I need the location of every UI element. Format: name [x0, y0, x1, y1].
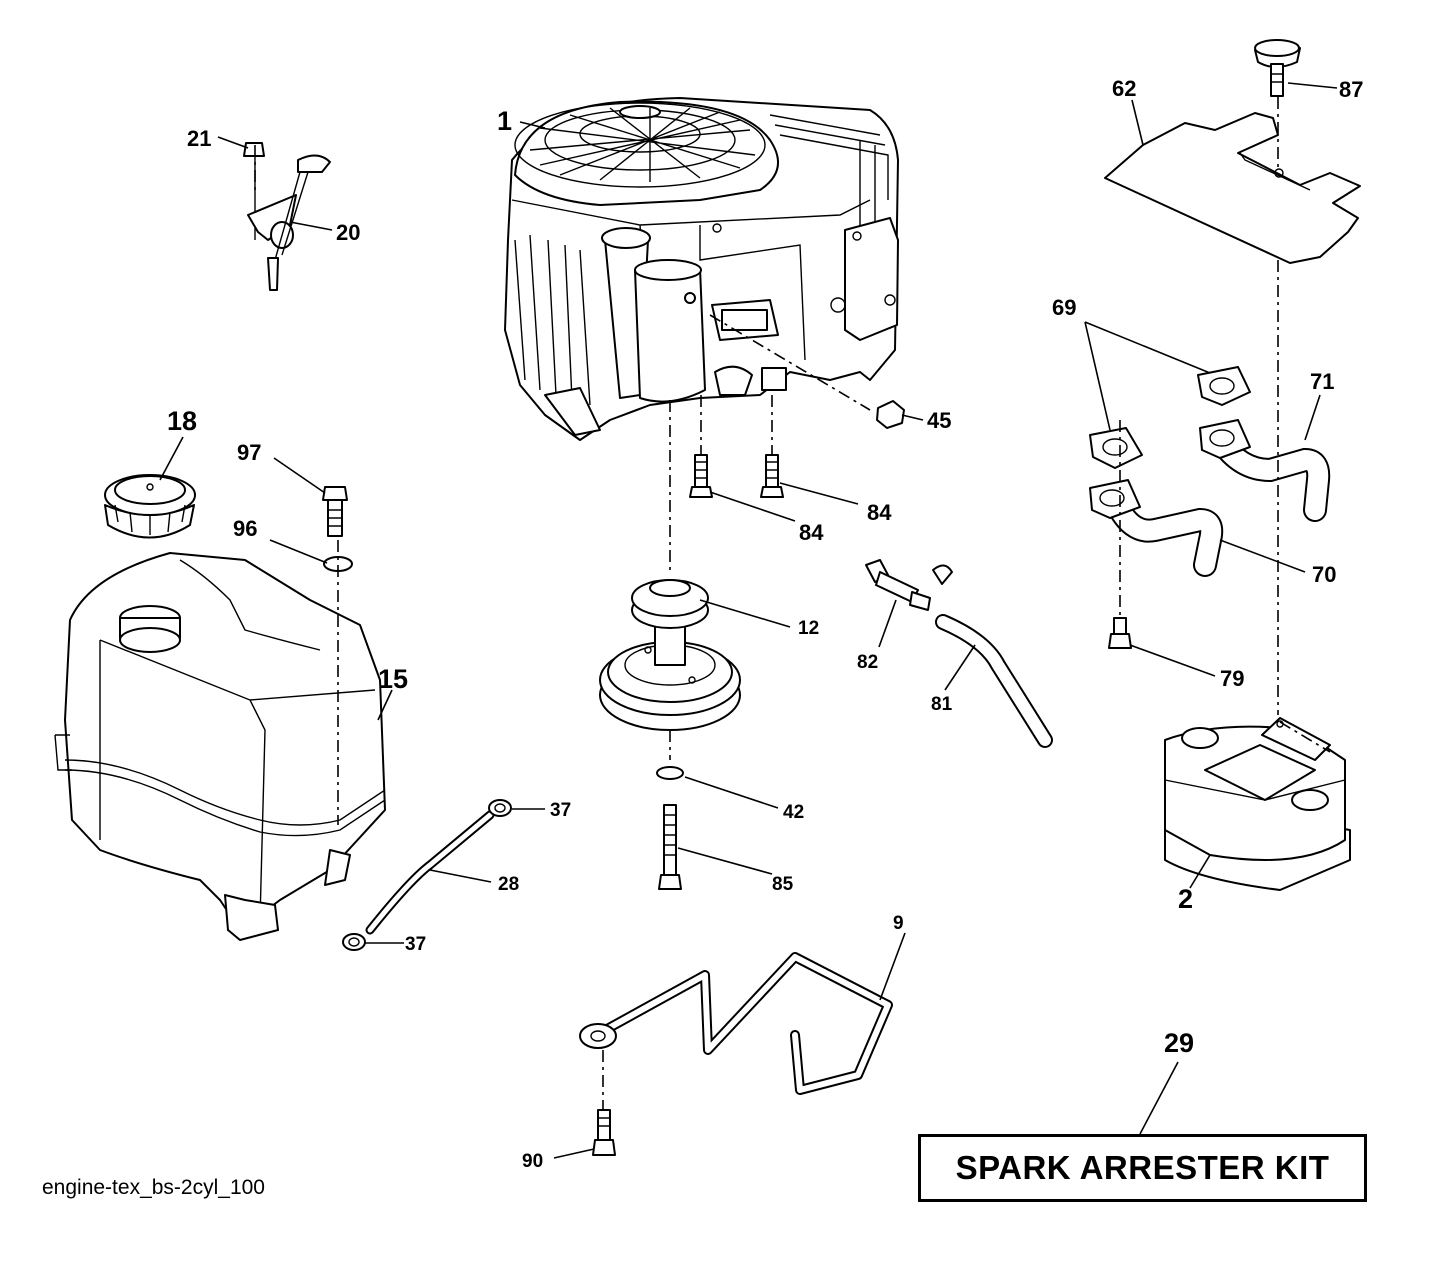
figure-id-label: engine-tex_bs-2cyl_100: [42, 1176, 265, 1199]
hose-clamp-top-part: [488, 799, 512, 817]
leader-lines: [159, 82, 1338, 1159]
bolt-79-part: [1108, 617, 1132, 649]
callout-heat-shield: 62: [1112, 76, 1136, 101]
callout-drain-valve-82: 82: [857, 652, 878, 673]
fuel-tank-part: [54, 552, 386, 941]
drain-hose-part: [935, 614, 1053, 748]
callout-washer-96: 96: [233, 516, 257, 541]
callout-nut-45: 45: [927, 408, 951, 433]
callout-gasket-69: 69: [1052, 295, 1076, 320]
callout-knob-87: 87: [1339, 77, 1363, 102]
engine-part: [504, 97, 899, 441]
nut-part: [876, 400, 905, 429]
callout-muffler: 2: [1178, 884, 1193, 914]
frame-rod-part: [579, 952, 893, 1095]
callout-labels: 1 2 9 12 15 18 20 21 28 29 37 37 42 45 8…: [167, 76, 1363, 1172]
spark-arrester-kit-box: SPARK ARRESTER KIT: [918, 1134, 1367, 1202]
callout-drain-hose-81: 81: [931, 694, 953, 715]
callout-fuel-cap: 18: [167, 406, 197, 436]
fuel-cap-part: [104, 474, 196, 539]
knob-87-part: [1254, 39, 1301, 97]
callout-fuel-tank: 15: [378, 664, 408, 694]
fuel-hose-part: [365, 810, 495, 935]
callout-spark-arrester-kit: 29: [1164, 1028, 1194, 1058]
callout-hose-clamp-bottom: 37: [405, 934, 426, 955]
callout-engine: 1: [497, 106, 512, 136]
callout-bolt-97: 97: [237, 440, 261, 465]
spark-arrester-kit-label: SPARK ARRESTER KIT: [955, 1149, 1330, 1186]
callout-bolt-79: 79: [1220, 666, 1244, 691]
pulley-part: [599, 579, 741, 731]
callout-bolt-90: 90: [522, 1151, 543, 1172]
muffler-part: [1164, 717, 1351, 891]
callout-screw-21: 21: [187, 126, 211, 151]
bolt-84-left-part: [689, 454, 713, 498]
assembly-lines: [254, 97, 1331, 1110]
exhaust-pipe-71-part: [1199, 419, 1331, 522]
bolt-84-right-part: [760, 454, 784, 498]
drain-valve-part: [865, 559, 953, 611]
callout-pulley: 12: [798, 618, 819, 639]
washer-42-part: [656, 766, 684, 780]
bolt-85-part: [658, 804, 682, 890]
callout-hose-clamp-top: 37: [550, 800, 571, 821]
exhaust-pipe-70-part: [1089, 479, 1224, 577]
callout-frame-rod: 9: [893, 913, 904, 934]
bolt-97-part: [322, 486, 348, 537]
heat-shield-part: [1104, 112, 1361, 264]
callout-bolt-85: 85: [772, 874, 794, 895]
callout-exhaust-pipe-70: 70: [1312, 562, 1336, 587]
callout-exhaust-pipe-71: 71: [1310, 369, 1334, 394]
callout-washer-42: 42: [783, 802, 804, 823]
choke-bracket-part: [243, 142, 331, 291]
callout-bolt-84-left: 84: [799, 520, 824, 545]
bolt-90-part: [592, 1109, 616, 1156]
gasket-69-part: [1089, 366, 1251, 469]
callout-choke-bracket: 20: [336, 220, 360, 245]
callout-bolt-84-right: 84: [867, 500, 892, 525]
hose-clamp-bottom-part: [342, 933, 366, 951]
callout-fuel-hose: 28: [498, 874, 519, 895]
